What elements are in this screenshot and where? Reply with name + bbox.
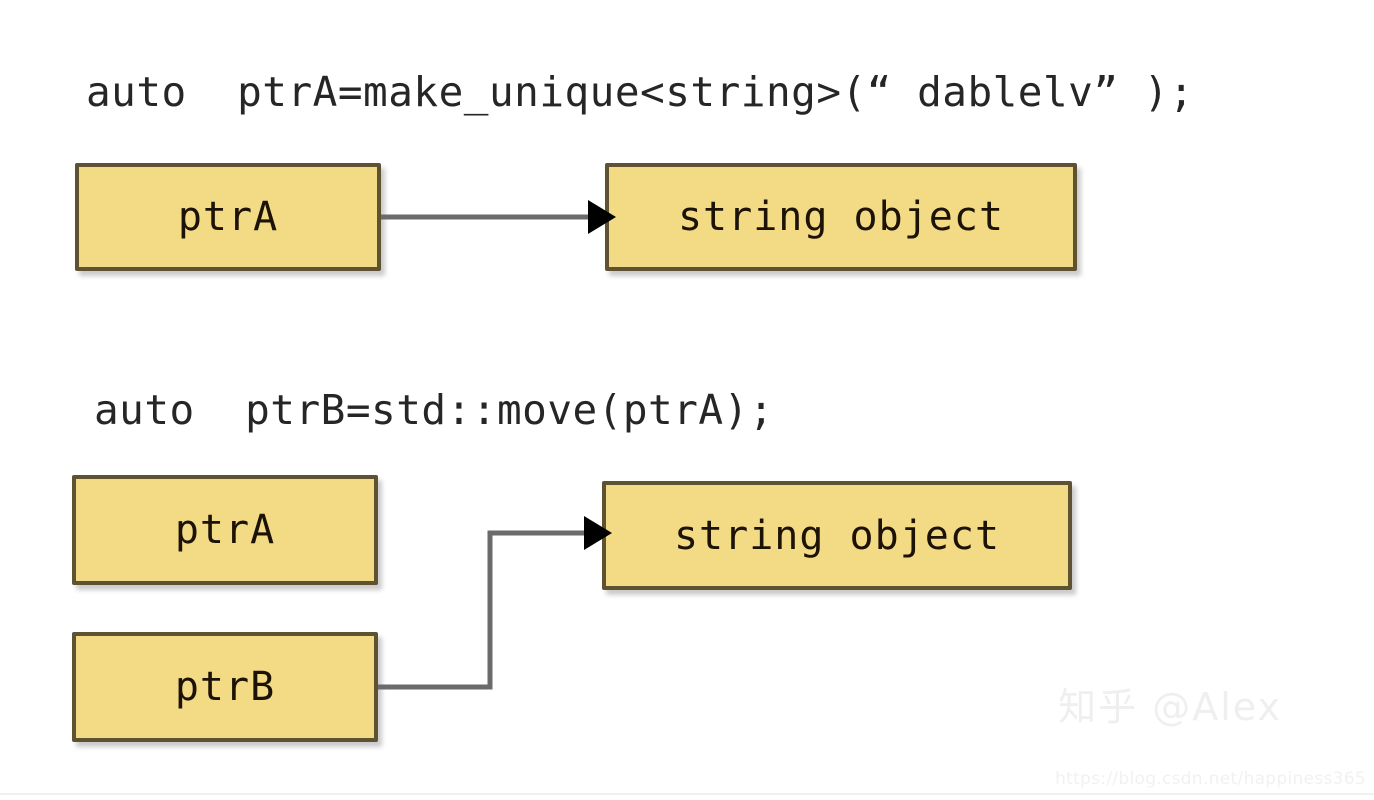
box-label: ptrA [174, 507, 276, 553]
code-line-make-unique: auto ptrA=make_unique<string>(“ dablelv”… [86, 68, 1195, 116]
watermark-csdn-url: https://blog.csdn.net/happiness365 [1055, 769, 1366, 789]
box-label: string object [673, 512, 1001, 559]
box-label: ptrA [177, 194, 279, 240]
box-label: string object [677, 194, 1005, 240]
box-string-object-after-move: string object [602, 481, 1072, 590]
bottom-divider [0, 793, 1374, 795]
box-ptrb-after-move: ptrB [72, 632, 378, 742]
connector-line [378, 530, 584, 690]
box-label: ptrB [174, 664, 276, 710]
box-string-object-before-move: string object [605, 163, 1077, 271]
box-ptra-before-move: ptrA [75, 163, 381, 271]
box-ptra-after-move: ptrA [72, 475, 378, 585]
watermark-zhihu: 知乎 @Alex [1058, 685, 1282, 729]
code-line-std-move: auto ptrB=std::move(ptrA); [94, 386, 774, 434]
